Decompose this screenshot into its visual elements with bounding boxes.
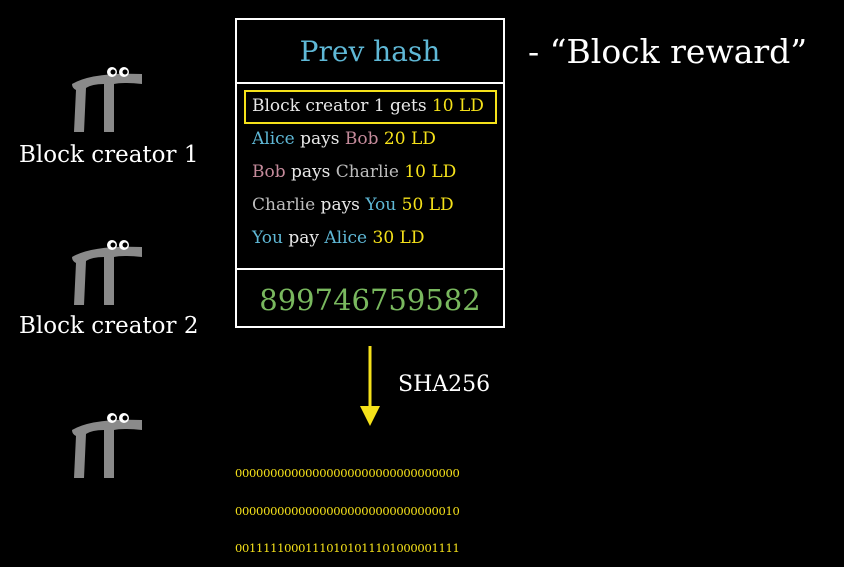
transaction-part: pays (294, 129, 345, 149)
pi-creature-icon (72, 240, 142, 305)
transaction-part: 20 LD (378, 129, 436, 149)
transaction-part: pay (282, 228, 325, 248)
transaction-part: Alice (324, 228, 368, 248)
transaction-row: Alice pays Bob 20 LD (252, 129, 436, 149)
hash-output: 00000000000000000000000000000000 0000000… (235, 442, 460, 567)
creator-label: Block creator 1 (19, 142, 199, 168)
transaction-part: 50 LD (396, 195, 454, 215)
hash-function-label: SHA256 (398, 372, 491, 397)
transaction-part: Bob (252, 162, 286, 182)
transaction-part: Block creator 1 gets (252, 96, 432, 116)
transaction-part: 30 LD (367, 228, 425, 248)
pi-creature-1 (62, 62, 152, 142)
transaction-part: Bob (344, 129, 379, 149)
hash-output-line: 00000000000000000000000000000000 (235, 466, 460, 480)
pi-creature-3 (62, 408, 152, 488)
transaction-part: Charlie (335, 162, 399, 182)
transaction-part: Charlie (252, 195, 316, 215)
pi-creature-icon (72, 413, 142, 478)
down-arrow-icon (360, 346, 380, 426)
transaction-row: Bob pays Charlie 10 LD (252, 162, 456, 182)
creator-label: Block creator 2 (19, 313, 199, 339)
hash-output-line: 00000000000000000000000000000010 (235, 503, 460, 518)
transaction-part: 10 LD (431, 96, 484, 116)
block: Prev hash Block creator 1 gets 10 LD Ali… (235, 18, 505, 328)
transaction-part: Alice (252, 129, 295, 149)
hash-output-line: 00111110001110101011101000001111 (235, 541, 460, 555)
pi-creature-icon (72, 67, 142, 132)
transaction-row: Block creator 1 gets 10 LD (252, 96, 484, 116)
transaction-row: You pay Alice 30 LD (252, 228, 424, 248)
prev-hash: Prev hash (237, 20, 503, 84)
pi-creature-2 (62, 235, 152, 315)
transaction-row: Charlie pays You 50 LD (252, 195, 454, 215)
block-reward-highlight (244, 90, 497, 124)
transaction-part: You (252, 228, 283, 248)
transaction-part: pays (315, 195, 366, 215)
nonce: 899746759582 (237, 268, 503, 330)
transaction-part: You (365, 195, 397, 215)
transaction-part: 10 LD (398, 162, 457, 182)
transaction-part: pays (285, 162, 336, 182)
block-reward-note: - “Block reward” (528, 32, 808, 71)
transaction-list: Block creator 1 gets 10 LD Alice pays Bo… (237, 82, 503, 268)
